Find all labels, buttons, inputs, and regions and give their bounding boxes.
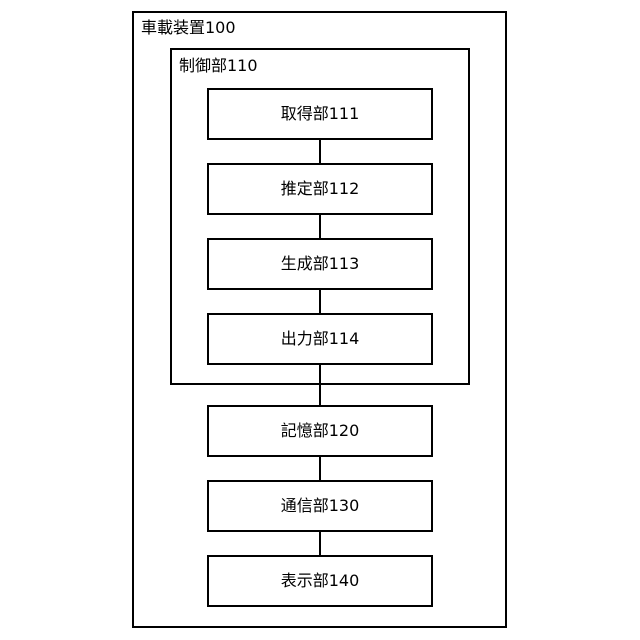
block-estimation-unit: 推定部112: [207, 163, 433, 215]
connector-line: [319, 140, 321, 163]
connector-line: [319, 215, 321, 238]
block-acquisition-unit: 取得部111: [207, 88, 433, 140]
block-display-unit: 表示部140: [207, 555, 433, 607]
block-label: 出力部114: [280, 329, 360, 348]
inner-container-label: 制御部110: [179, 56, 258, 75]
connector-line: [319, 457, 321, 480]
outer-container-label: 車載装置100: [141, 18, 236, 37]
block-storage-unit: 記憶部120: [207, 405, 433, 457]
block-label: 推定部112: [280, 179, 360, 198]
connector-line: [319, 365, 321, 405]
block-label: 取得部111: [280, 104, 360, 123]
block-communication-unit: 通信部130: [207, 480, 433, 532]
block-label: 生成部113: [280, 254, 360, 273]
block-label: 表示部140: [280, 571, 360, 590]
connector-line: [319, 290, 321, 313]
block-label: 通信部130: [280, 496, 360, 515]
block-generation-unit: 生成部113: [207, 238, 433, 290]
block-label: 記憶部120: [280, 421, 360, 440]
connector-line: [319, 532, 321, 555]
block-output-unit: 出力部114: [207, 313, 433, 365]
